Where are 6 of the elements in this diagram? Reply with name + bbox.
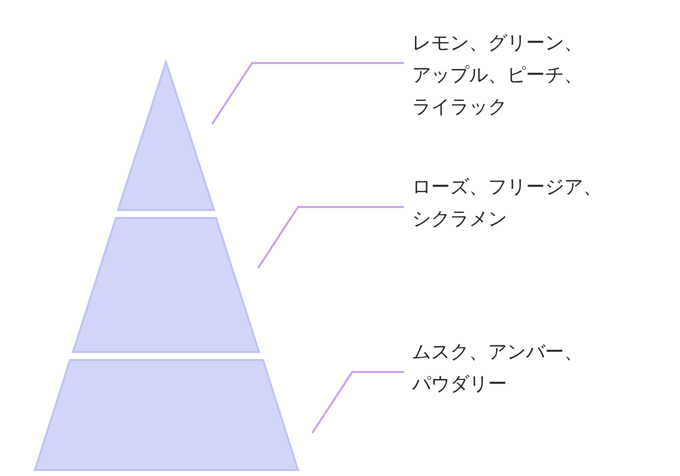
- note-list: ローズ、フリージア、シクラメン: [412, 171, 608, 235]
- note-list: ムスク、アンバー、パウダリー: [412, 336, 588, 400]
- note-list: レモン、グリーン、アップル、ピーチ、ライラック: [412, 27, 588, 123]
- leader-line: [311, 371, 404, 434]
- leader-line: [257, 206, 404, 269]
- leader-line: [211, 62, 404, 125]
